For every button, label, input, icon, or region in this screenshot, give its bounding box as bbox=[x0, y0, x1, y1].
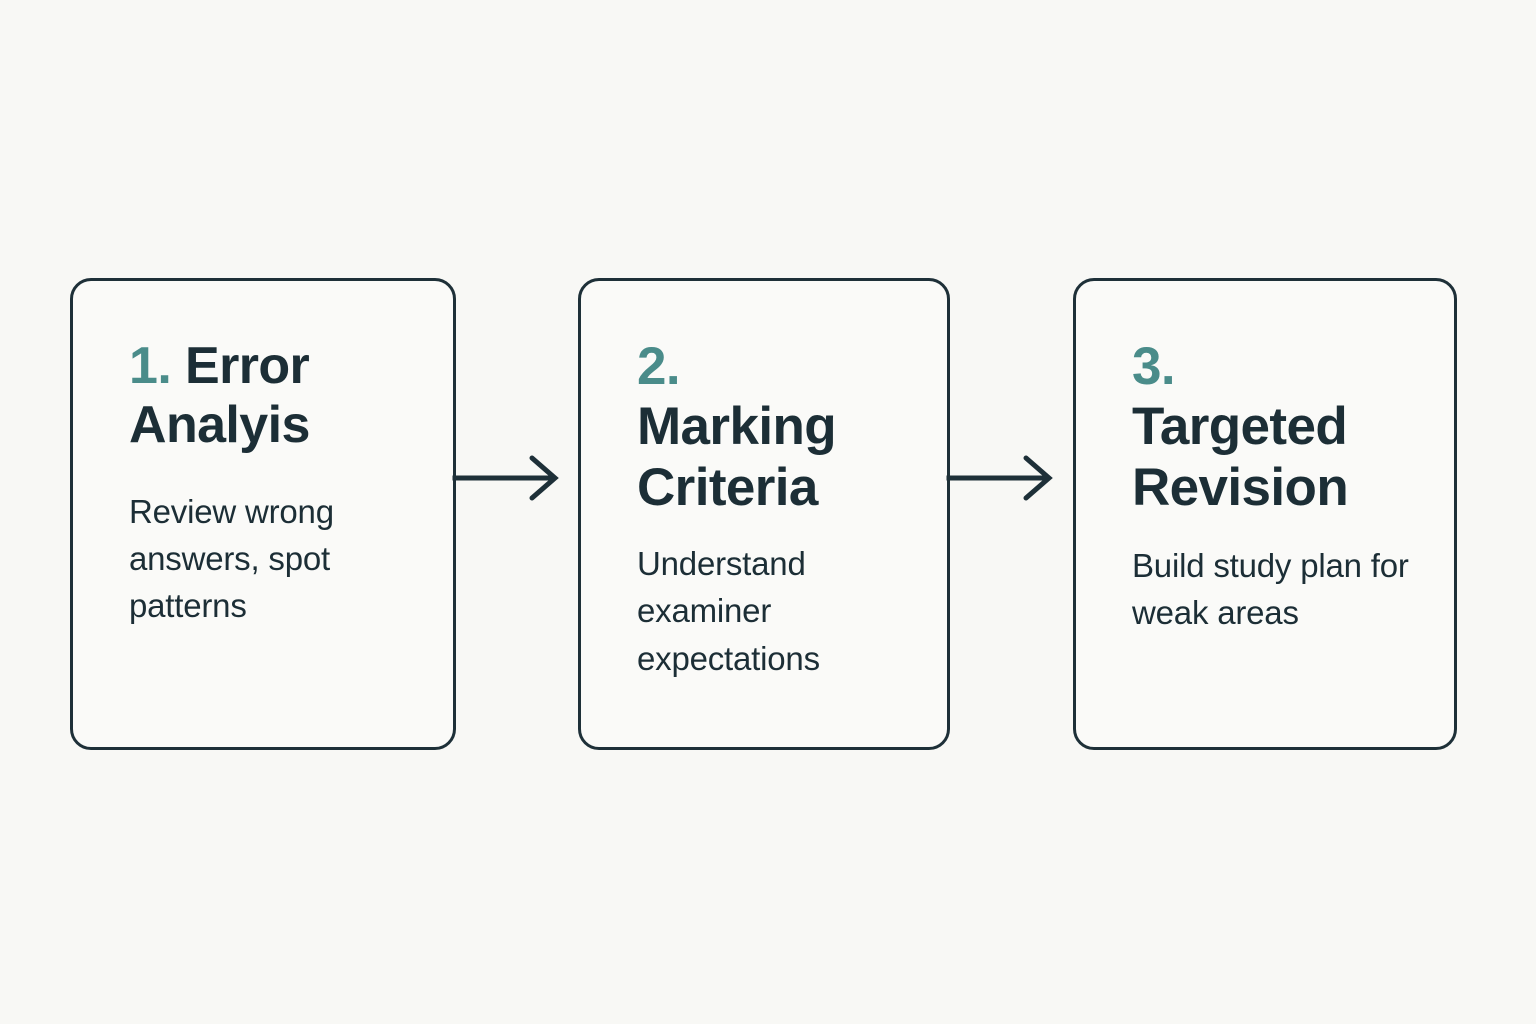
step-card-2: 2.Marking Criteria Understand examiner e… bbox=[578, 278, 950, 750]
step-2-title: Marking Criteria bbox=[637, 397, 837, 517]
step-1-description: Review wrong answers, spot patterns bbox=[129, 492, 334, 624]
step-3-title: Targeted Revision bbox=[1132, 397, 1349, 517]
step-card-3: 3.Targeted Revision Build study plan for… bbox=[1073, 278, 1457, 750]
step-1-title: Error Analyis bbox=[129, 337, 310, 455]
step-3-heading: 3.Targeted Revision bbox=[1132, 337, 1424, 518]
connector-arrow-2to3 bbox=[946, 455, 1058, 501]
step-2-number: 2. bbox=[637, 337, 681, 396]
step-card-1: 1. Error Analyis Review wrong answers, s… bbox=[70, 278, 456, 750]
step-2-description: Understand examiner expectations bbox=[637, 545, 820, 677]
step-2-heading: 2.Marking Criteria bbox=[637, 337, 917, 518]
step-1-heading: 1. Error Analyis bbox=[129, 337, 423, 456]
arrow-right-icon bbox=[452, 455, 559, 501]
arrow-right-icon bbox=[946, 455, 1053, 501]
step-3-description: Build study plan for weak areas bbox=[1132, 547, 1409, 632]
step-3-number: 3. bbox=[1132, 337, 1176, 396]
step-1-number: 1. bbox=[129, 337, 172, 395]
connector-arrow-1to2 bbox=[452, 455, 564, 501]
